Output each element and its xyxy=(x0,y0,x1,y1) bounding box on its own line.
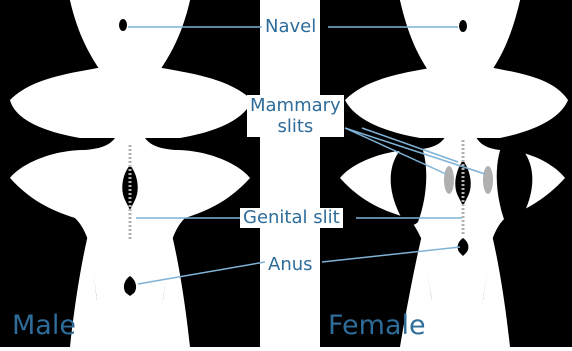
female-mammary-slit-right xyxy=(483,166,493,194)
mammary-slits-label: Mammary slits xyxy=(247,95,344,137)
anus-label: Anus xyxy=(265,255,316,275)
mammary-label-line2: slits xyxy=(250,116,341,137)
male-body xyxy=(0,0,260,347)
mammary-label-line1: Mammary xyxy=(250,95,341,116)
female-navel-mark xyxy=(459,20,467,32)
female-mammary-slit-left xyxy=(444,166,454,194)
genital-slit-label: Genital slit xyxy=(240,208,343,228)
male-navel-mark xyxy=(119,19,127,31)
navel-label: Navel xyxy=(262,17,319,37)
male-label: Male xyxy=(12,311,76,341)
female-label: Female xyxy=(328,311,426,341)
